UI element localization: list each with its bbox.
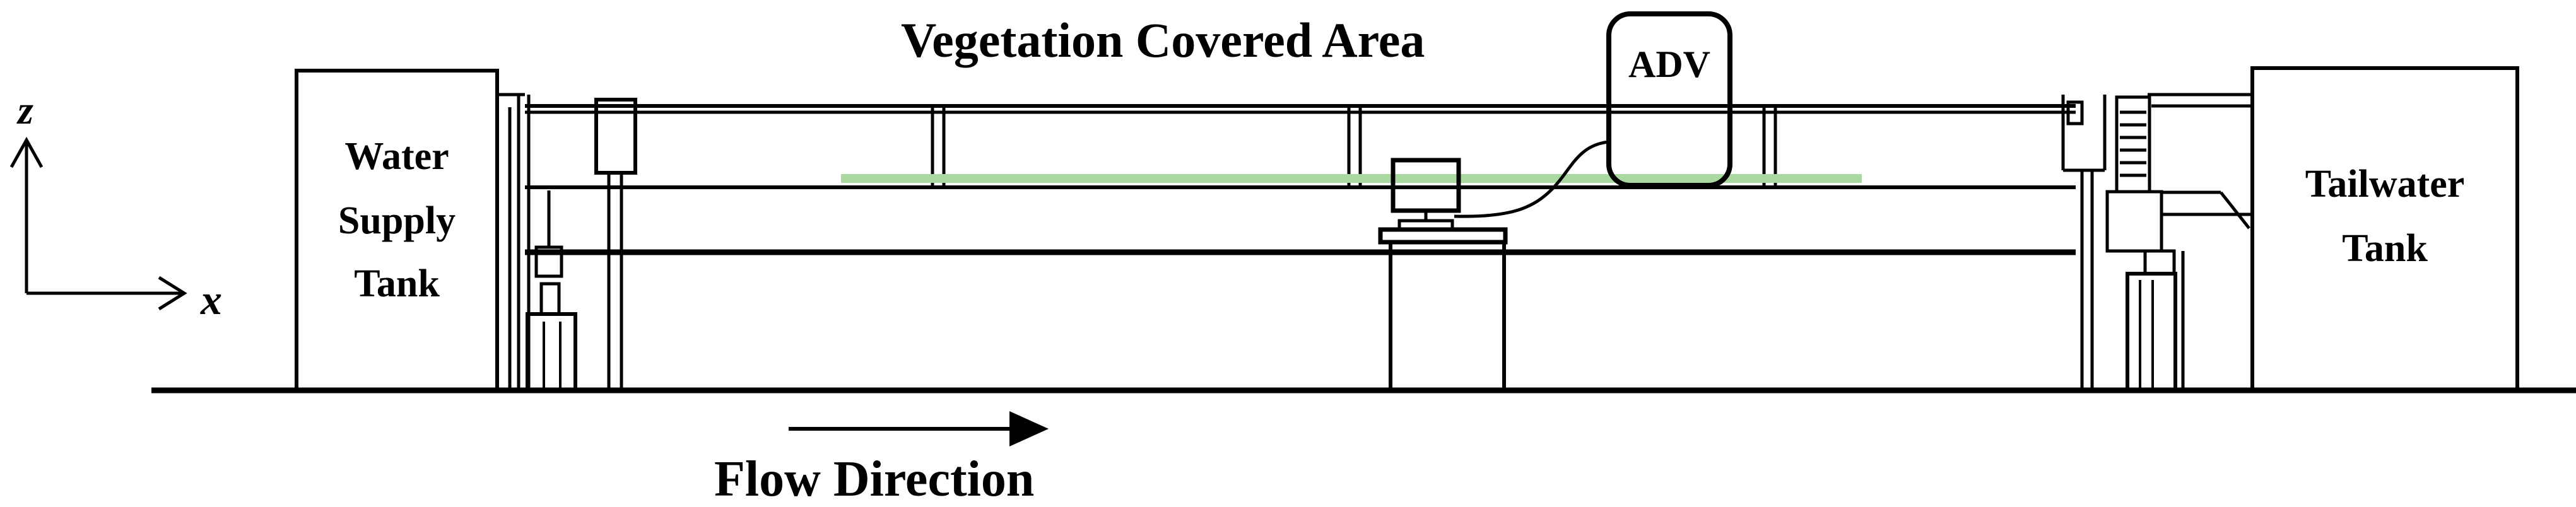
water-supply-tank-label-line3: Tank: [354, 262, 440, 305]
water-supply-tank: Water Supply Tank: [295, 69, 499, 392]
inlet-pipework: [497, 93, 577, 392]
tailwater-tank-label-line2: Tank: [2342, 227, 2428, 270]
flume-channel: [525, 104, 2076, 255]
flow-arrow-head: [1009, 411, 1049, 446]
flow-direction-label: Flow Direction: [714, 452, 1034, 507]
water-supply-tank-label-line2: Supply: [338, 199, 456, 242]
computer-station: [1378, 140, 1609, 392]
water-supply-tank-label-line1: Water: [344, 135, 449, 178]
x-axis-label: x: [200, 276, 222, 323]
vegetation-area-label: Vegetation Covered Area: [901, 13, 1425, 67]
outlet-leader-b: [2220, 191, 2250, 230]
pump-body: [526, 312, 577, 392]
outlet-pipework: [2061, 93, 2252, 392]
z-axis-arrowhead: [9, 136, 44, 168]
adv-probe-outline: [1606, 11, 1732, 188]
z-axis-label: z: [16, 88, 33, 132]
adv-cable: [1454, 140, 1609, 218]
outlet-valve: [2066, 100, 2084, 125]
pump-head: [539, 282, 561, 316]
outlet-pump-coupling: [2143, 249, 2176, 276]
inlet-gauge-box: [594, 98, 637, 175]
water-supply-tank-body: [295, 69, 499, 392]
outlet-box: [2105, 190, 2163, 253]
coordinate-axes: z x: [9, 88, 222, 323]
flow-direction-indicator: Flow Direction: [714, 411, 1049, 507]
tailwater-tank: Tailwater Tank: [2250, 66, 2519, 392]
computer-desk-legs: [1389, 240, 1506, 392]
tailwater-tank-label-line1: Tailwater: [2305, 163, 2465, 206]
x-axis-arrowhead: [158, 276, 187, 311]
adv-probe: ADV: [1606, 11, 1732, 188]
adv-label: ADV: [1628, 44, 1710, 85]
tailwater-tank-body: [2250, 66, 2519, 392]
vegetation-band: [841, 174, 1862, 183]
